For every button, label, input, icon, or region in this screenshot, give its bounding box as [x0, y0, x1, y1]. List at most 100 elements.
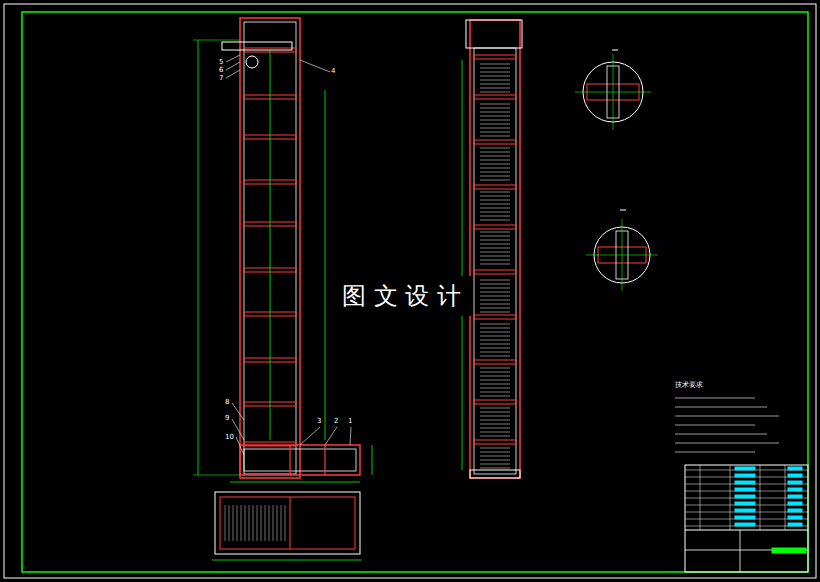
roller — [480, 172, 510, 173]
roller — [480, 176, 510, 177]
base-plate — [470, 470, 520, 478]
cross-beam — [474, 440, 516, 444]
roller — [480, 160, 510, 161]
table-entry — [788, 474, 802, 477]
roller — [480, 252, 510, 253]
roller — [480, 380, 510, 381]
table-entry — [735, 509, 755, 512]
table-entry — [788, 467, 802, 470]
base-frame — [240, 445, 360, 475]
title-entry — [772, 548, 806, 553]
roller — [480, 436, 510, 437]
drawing-frame — [22, 12, 808, 572]
roller — [480, 248, 510, 249]
roller — [480, 392, 510, 393]
cross-beam — [474, 400, 516, 404]
roller — [480, 428, 510, 429]
roller — [480, 368, 510, 369]
roller — [253, 505, 254, 541]
extension-line — [193, 40, 240, 41]
base-post — [324, 445, 325, 475]
roller — [249, 505, 250, 541]
leader-line — [236, 437, 244, 455]
table-entry — [788, 488, 802, 491]
roller — [480, 308, 510, 309]
table-rule — [700, 465, 701, 530]
roller — [480, 72, 510, 73]
roller — [480, 288, 510, 289]
roller — [480, 296, 510, 297]
dimension-line — [198, 40, 199, 475]
leader-line — [300, 60, 330, 72]
roller — [480, 240, 510, 241]
note-line — [675, 407, 767, 408]
roller — [480, 84, 510, 85]
plan-frame — [220, 497, 355, 549]
roller — [480, 292, 510, 293]
roller — [281, 505, 282, 541]
roller — [480, 120, 510, 121]
roller — [480, 80, 510, 81]
table-entry — [735, 523, 755, 526]
callout-number: 7 — [219, 75, 223, 82]
roller — [480, 128, 510, 129]
extension-line — [193, 475, 240, 476]
leader-line — [232, 403, 244, 420]
plan-beam — [290, 497, 291, 549]
table-entry — [788, 516, 802, 519]
roller — [480, 204, 510, 205]
roller — [265, 505, 266, 541]
roller — [480, 416, 510, 417]
table-rule — [685, 530, 808, 531]
roller — [480, 236, 510, 237]
roller — [480, 132, 510, 133]
roller — [480, 384, 510, 385]
table-entry — [735, 467, 755, 470]
roller — [480, 304, 510, 305]
roller — [277, 505, 278, 541]
roller — [480, 396, 510, 397]
center-line — [613, 54, 614, 130]
roller — [480, 468, 510, 469]
leader-line — [325, 427, 337, 445]
roller — [245, 505, 246, 541]
roller — [480, 208, 510, 209]
roller — [480, 460, 510, 461]
base-post — [289, 445, 290, 475]
table-entry — [735, 481, 755, 484]
frame-outline — [240, 18, 300, 478]
roller — [480, 344, 510, 345]
roller — [480, 196, 510, 197]
table-entry — [788, 495, 802, 498]
roller — [225, 505, 226, 541]
roller — [480, 164, 510, 165]
roller — [480, 148, 510, 149]
note-line — [675, 416, 779, 417]
roller — [480, 372, 510, 373]
roller — [480, 324, 510, 325]
roller — [480, 432, 510, 433]
frame-inner — [244, 22, 296, 474]
roller — [480, 220, 510, 221]
roller — [237, 505, 238, 541]
dimension-line — [325, 90, 326, 440]
roller — [257, 505, 258, 541]
roller — [233, 505, 234, 541]
roller — [480, 152, 510, 153]
roller — [269, 505, 270, 541]
cross-beam — [474, 360, 516, 364]
sheet-border — [4, 4, 816, 578]
roller — [480, 284, 510, 285]
roller — [480, 104, 510, 105]
section-mark — [612, 50, 618, 51]
roller — [480, 212, 510, 213]
table-rule — [740, 530, 741, 572]
note-line — [675, 443, 779, 444]
base-inner — [244, 449, 356, 471]
roller — [480, 108, 510, 109]
roller — [480, 280, 510, 281]
roller — [480, 168, 510, 169]
callout-number: 8 — [225, 399, 229, 406]
table-entry — [735, 495, 755, 498]
leader-line — [226, 62, 240, 70]
